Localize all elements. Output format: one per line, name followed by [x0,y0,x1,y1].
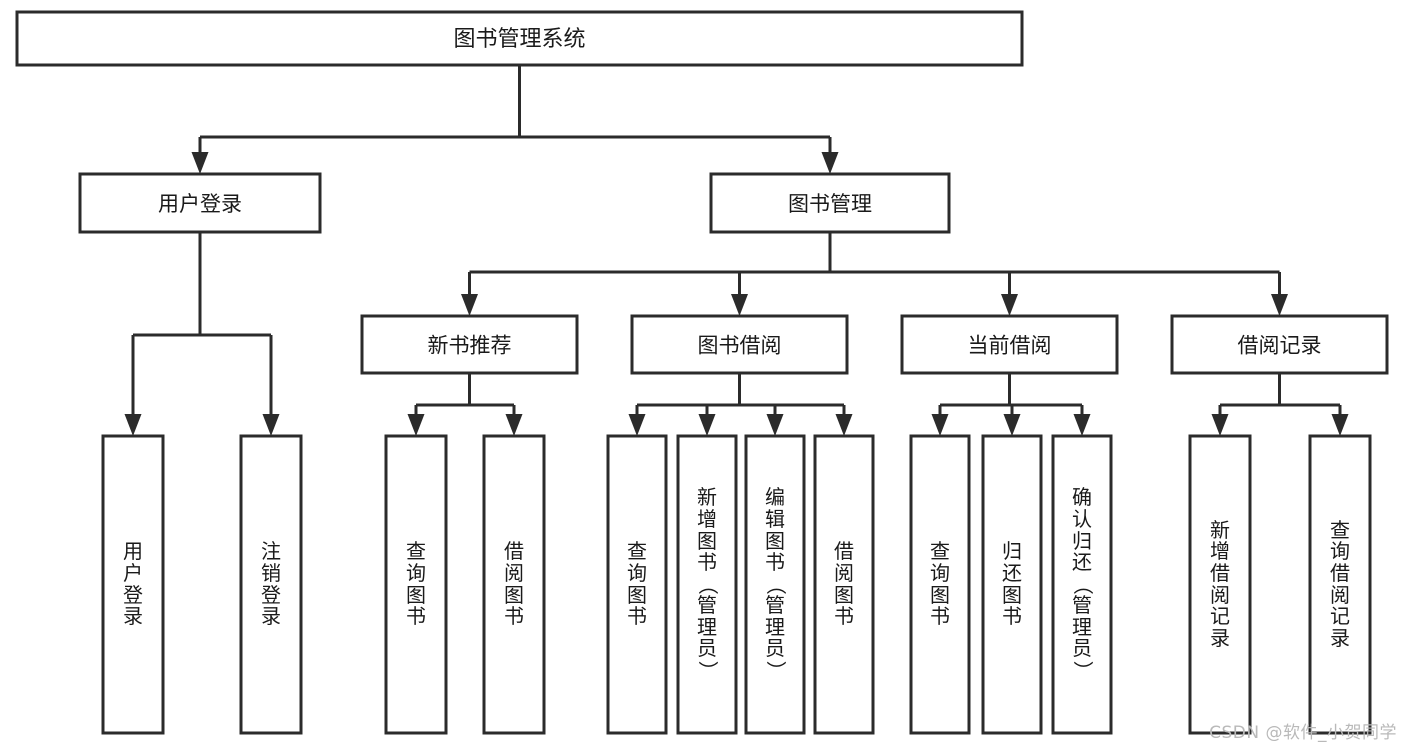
node-borrow[interactable]: 图书借阅 [630,314,849,375]
connector-group-bookmgmt [461,232,1288,316]
node-login-1[interactable] [101,434,165,735]
connector-group-login [124,232,280,436]
node-login[interactable]: 用户登录 [78,172,322,234]
node-box-newbook-1[interactable] [384,434,448,735]
node-box-records[interactable] [1170,314,1389,375]
node-box-current-3[interactable] [1051,434,1113,735]
node-box-newbook[interactable] [360,314,579,375]
node-label-login: 用户登录 [158,192,242,216]
watermark-text: CSDN @软件_小贺同学 [1209,723,1397,743]
node-box-current-1[interactable] [909,434,971,735]
node-bookmgmt[interactable]: 图书管理 [709,172,951,234]
node-box-login-2[interactable] [239,434,303,735]
node-box-root[interactable] [15,10,1024,67]
node-label-current: 当前借阅 [968,334,1052,358]
node-box-borrow-4[interactable] [813,434,875,735]
node-current-1[interactable] [909,434,971,735]
node-box-records-1[interactable] [1188,434,1252,735]
node-records-1[interactable] [1188,434,1252,735]
node-box-newbook-2[interactable] [482,434,546,735]
node-label-bookmgmt: 图书管理 [788,192,872,216]
connector-group-borrow [628,373,853,436]
connector-group-current [931,373,1091,436]
node-borrow-3[interactable] [744,434,806,735]
connector-group-root [191,65,839,174]
node-box-borrow-2[interactable] [676,434,738,735]
node-label-root: 图书管理系统 [453,27,585,52]
node-current[interactable]: 当前借阅 [900,314,1119,375]
node-box-borrow[interactable] [630,314,849,375]
connector-layer [124,65,1349,436]
node-newbook[interactable]: 新书推荐 [360,314,579,375]
node-label-borrow: 图书借阅 [698,334,782,358]
node-box-login[interactable] [78,172,322,234]
node-login-2[interactable] [239,434,303,735]
node-records[interactable]: 借阅记录 [1170,314,1389,375]
node-box-borrow-3[interactable] [744,434,806,735]
node-box-borrow-1[interactable] [606,434,668,735]
node-box-current-2[interactable] [981,434,1043,735]
node-borrow-2[interactable] [676,434,738,735]
node-newbook-1[interactable] [384,434,448,735]
node-box-current[interactable] [900,314,1119,375]
node-current-3[interactable] [1051,434,1113,735]
connector-group-records [1211,373,1349,436]
node-current-2[interactable] [981,434,1043,735]
node-label-newbook: 新书推荐 [428,334,512,358]
node-box-login-1[interactable] [101,434,165,735]
node-label-records: 借阅记录 [1238,334,1322,358]
node-borrow-1[interactable] [606,434,668,735]
connector-group-newbook [407,373,523,436]
node-box-bookmgmt[interactable] [709,172,951,234]
node-newbook-2[interactable] [482,434,546,735]
node-root[interactable]: 图书管理系统 [15,10,1024,67]
node-box-records-2[interactable] [1308,434,1372,735]
node-records-2[interactable] [1308,434,1372,735]
node-borrow-4[interactable] [813,434,875,735]
